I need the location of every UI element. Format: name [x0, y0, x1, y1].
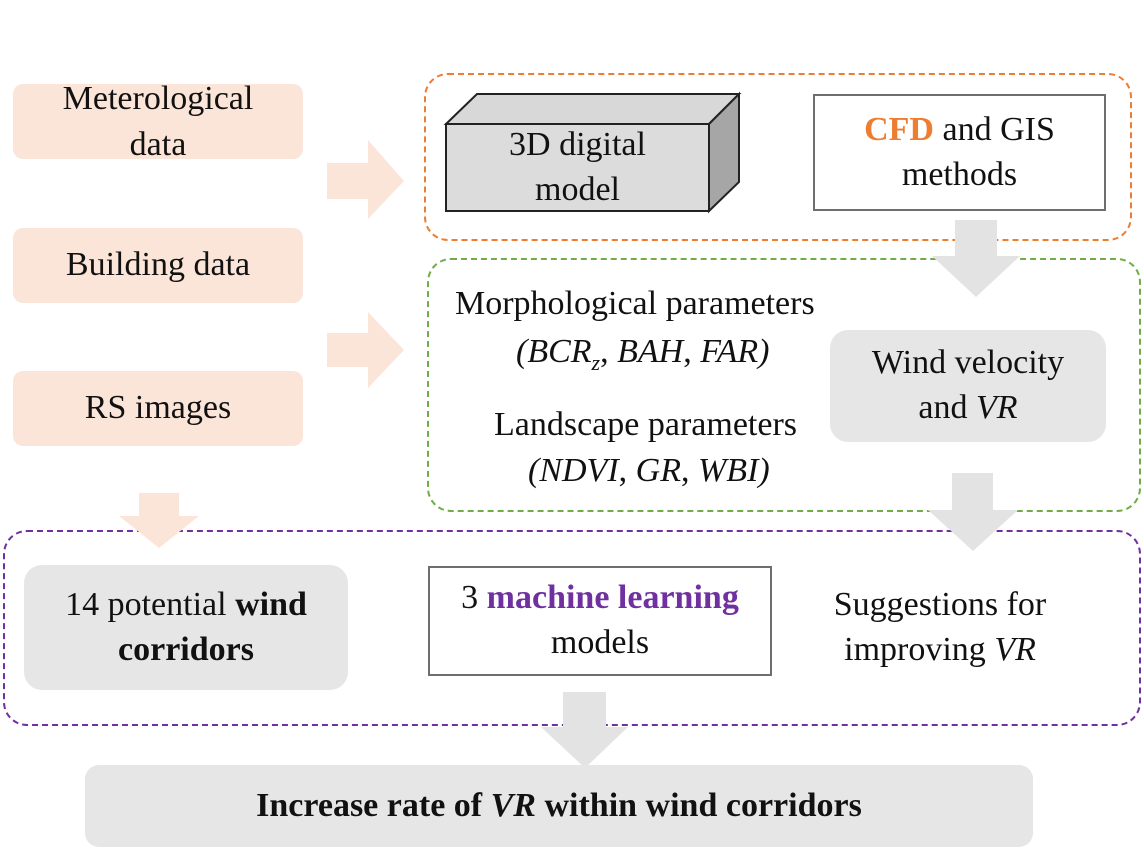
cfd-gis-box: CFD and GIS methods [813, 94, 1106, 211]
ml-models-line1: 3 machine learning [461, 579, 739, 617]
wind-corridors-line2: corridors [118, 630, 254, 668]
arrow-right-building-to-params [327, 312, 404, 388]
model-3d-line2: model [535, 170, 620, 208]
param-wbi: WBI [697, 452, 759, 489]
wind-velocity-box: Wind velocity and VR [830, 330, 1106, 442]
ml-models-box: 3 machine learning models [428, 566, 772, 676]
param-gr: GR [635, 452, 681, 489]
result-text: Increase rate of VR within wind corridor… [256, 787, 862, 824]
cfd-term: CFD [864, 110, 934, 148]
arrow-down-cfd-to-wind [932, 220, 1020, 297]
param-bcr: BCR [527, 333, 592, 370]
model-3d-label: 3D digital model [446, 124, 709, 211]
result-vr-term: VR [490, 787, 536, 824]
param-bcr-sub: z [591, 349, 601, 375]
cfd-gis-line1: CFD and GIS [864, 108, 1055, 153]
param-far: FAR [700, 333, 759, 370]
suggestions-text: Suggestions for improving VR [800, 580, 1080, 676]
arrow-down-rs-to-corridors [119, 493, 199, 548]
morphological-params: (BCRz, BAH, FAR) [516, 333, 770, 375]
wind-velocity-line1: Wind velocity [871, 344, 1065, 382]
suggestions-line1: Suggestions for [833, 586, 1047, 624]
cfd-gis-line2: methods [901, 155, 1018, 193]
meteorological-data-label: Meterological data [62, 80, 254, 163]
model-3d-line1: 3D digital [509, 125, 646, 163]
rs-images-box: RS images [13, 371, 303, 446]
param-ndvi: NDVI [539, 452, 619, 489]
rs-images-label: RS images [84, 389, 232, 427]
model-block-top-face [443, 93, 742, 125]
arrow-down-wind-to-suggestions [928, 473, 1018, 551]
result-box: Increase rate of VR within wind corridor… [85, 765, 1033, 847]
vr-term: VR [976, 389, 1018, 426]
ml-term: machine learning [486, 579, 739, 617]
building-data-box: Building data [13, 228, 303, 303]
simulation-group-frame [424, 73, 1132, 241]
wind-corridors-line1: 14 potential wind [65, 585, 307, 623]
building-data-label: Building data [65, 246, 251, 284]
morphological-title: Morphological parameters [455, 285, 815, 322]
landscape-title: Landscape parameters [494, 406, 797, 443]
model-block-front-face [445, 123, 710, 212]
wind-velocity-line2: and VR [918, 389, 1018, 426]
wind-corridors-box: 14 potential wind corridors [24, 565, 348, 690]
arrow-down-models-to-result [541, 692, 628, 768]
parameters-group-frame [427, 258, 1141, 512]
cfd-gis-rest: and GIS [934, 110, 1055, 148]
ml-models-line2: models [550, 624, 650, 661]
param-bah: BAH [617, 333, 684, 370]
meteorological-data-box: Meterological data [13, 80, 303, 163]
landscape-params: (NDVI, GR, WBI) [528, 452, 770, 489]
arrow-right-meteo-to-model [327, 140, 404, 219]
suggestions-line2: improving VR [844, 631, 1036, 668]
